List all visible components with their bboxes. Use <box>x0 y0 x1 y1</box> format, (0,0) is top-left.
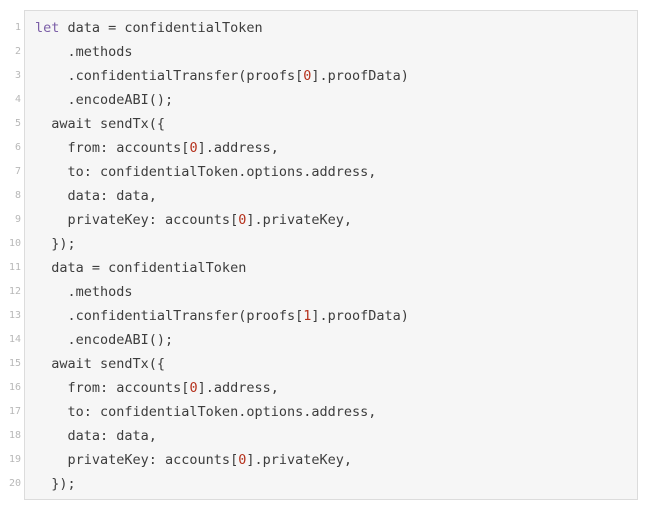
code-token: ].privateKey, <box>246 452 353 468</box>
code-token: privateKey: accounts[ <box>35 212 239 228</box>
line-number: 18 <box>8 430 21 441</box>
code-text: .methods <box>35 280 133 304</box>
code-token: await sendTx({ <box>35 356 166 372</box>
code-line: 6 from: accounts[0].address, <box>15 136 637 160</box>
code-token: to: confidentialToken.options.address, <box>35 404 377 420</box>
code-text: from: accounts[0].address, <box>35 136 279 160</box>
code-line: 11 data = confidentialToken <box>9 256 637 280</box>
code-token: data = confidentialToken <box>59 20 263 36</box>
line-number: 6 <box>14 142 21 153</box>
code-token: ].proofData) <box>311 68 409 84</box>
code-text: from: accounts[0].address, <box>35 376 279 400</box>
code-token: privateKey: accounts[ <box>35 452 239 468</box>
code-line: 2 .methods <box>15 40 637 64</box>
code-text: to: confidentialToken.options.address, <box>35 400 377 424</box>
line-number: 15 <box>8 358 21 369</box>
code-token: }); <box>35 476 76 492</box>
number-token: 0 <box>189 140 198 156</box>
code-text: let data = confidentialToken <box>35 16 263 40</box>
code-line: 5 await sendTx({ <box>15 112 637 136</box>
code-token: data: data, <box>35 428 157 444</box>
code-text: privateKey: accounts[0].privateKey, <box>35 208 353 232</box>
line-number: 7 <box>14 166 21 177</box>
code-token: ].address, <box>197 140 279 156</box>
line-number: 5 <box>14 118 21 129</box>
code-line: 4 .encodeABI(); <box>15 88 637 112</box>
code-token: data: data, <box>35 188 157 204</box>
code-line: 1 let data = confidentialToken <box>15 16 637 40</box>
line-number: 17 <box>8 406 21 417</box>
code-token: .confidentialTransfer(proofs[ <box>35 68 304 84</box>
line-number: 9 <box>14 214 21 225</box>
code-token: from: accounts[ <box>35 140 190 156</box>
number-token: 0 <box>189 380 198 396</box>
line-number: 20 <box>8 478 21 489</box>
number-token: 0 <box>238 452 247 468</box>
code-line: 18 data: data, <box>9 424 637 448</box>
code-line: 14 .encodeABI(); <box>9 328 637 352</box>
line-number: 10 <box>8 238 21 249</box>
code-line: 10 }); <box>9 232 637 256</box>
line-number: 1 <box>14 22 21 33</box>
code-text: .methods <box>35 40 133 64</box>
code-token: .methods <box>35 44 133 60</box>
code-text: .encodeABI(); <box>35 88 174 112</box>
code-text: }); <box>35 472 76 496</box>
code-token: .encodeABI(); <box>35 92 174 108</box>
code-token: .methods <box>35 284 133 300</box>
code-text: to: confidentialToken.options.address, <box>35 160 377 184</box>
line-number: 19 <box>8 454 21 465</box>
code-text: .confidentialTransfer(proofs[1].proofDat… <box>35 304 409 328</box>
number-token: 0 <box>238 212 247 228</box>
code-text: .confidentialTransfer(proofs[0].proofDat… <box>35 64 409 88</box>
code-line: 19 privateKey: accounts[0].privateKey, <box>9 448 637 472</box>
line-number: 8 <box>14 190 21 201</box>
code-line: 12 .methods <box>9 280 637 304</box>
code-line: 3 .confidentialTransfer(proofs[0].proofD… <box>15 64 637 88</box>
code-text: await sendTx({ <box>35 352 165 376</box>
code-token: }); <box>35 236 76 252</box>
code-token: from: accounts[ <box>35 380 190 396</box>
keyword-token: let <box>35 20 60 36</box>
code-text: await sendTx({ <box>35 112 165 136</box>
code-line: 17 to: confidentialToken.options.address… <box>9 400 637 424</box>
code-token: ].proofData) <box>311 308 409 324</box>
code-line: 8 data: data, <box>15 184 637 208</box>
number-token: 1 <box>303 308 312 324</box>
code-text: data: data, <box>35 424 157 448</box>
line-number: 12 <box>8 286 21 297</box>
number-token: 0 <box>303 68 312 84</box>
line-number: 11 <box>8 262 21 273</box>
code-text: data = confidentialToken <box>35 256 246 280</box>
code-text: data: data, <box>35 184 157 208</box>
line-number: 2 <box>14 46 21 57</box>
code-text: privateKey: accounts[0].privateKey, <box>35 448 353 472</box>
line-number: 3 <box>14 70 21 81</box>
code-line: 16 from: accounts[0].address, <box>9 376 637 400</box>
code-token: .encodeABI(); <box>35 332 174 348</box>
code-line: 9 privateKey: accounts[0].privateKey, <box>15 208 637 232</box>
code-line: 20 }); <box>9 472 637 496</box>
line-number: 16 <box>8 382 21 393</box>
code-token: to: confidentialToken.options.address, <box>35 164 377 180</box>
code-line: 7 to: confidentialToken.options.address, <box>15 160 637 184</box>
code-text: .encodeABI(); <box>35 328 174 352</box>
code-line: 15 await sendTx({ <box>9 352 637 376</box>
code-token: .confidentialTransfer(proofs[ <box>35 308 304 324</box>
code-token: data = confidentialToken <box>35 260 247 276</box>
line-number: 4 <box>14 94 21 105</box>
code-token: ].privateKey, <box>246 212 353 228</box>
line-number: 14 <box>8 334 21 345</box>
code-token: ].address, <box>197 380 279 396</box>
code-token: await sendTx({ <box>35 116 166 132</box>
code-line: 13 .confidentialTransfer(proofs[1].proof… <box>9 304 637 328</box>
line-number: 13 <box>8 310 21 321</box>
code-text: }); <box>35 232 76 256</box>
